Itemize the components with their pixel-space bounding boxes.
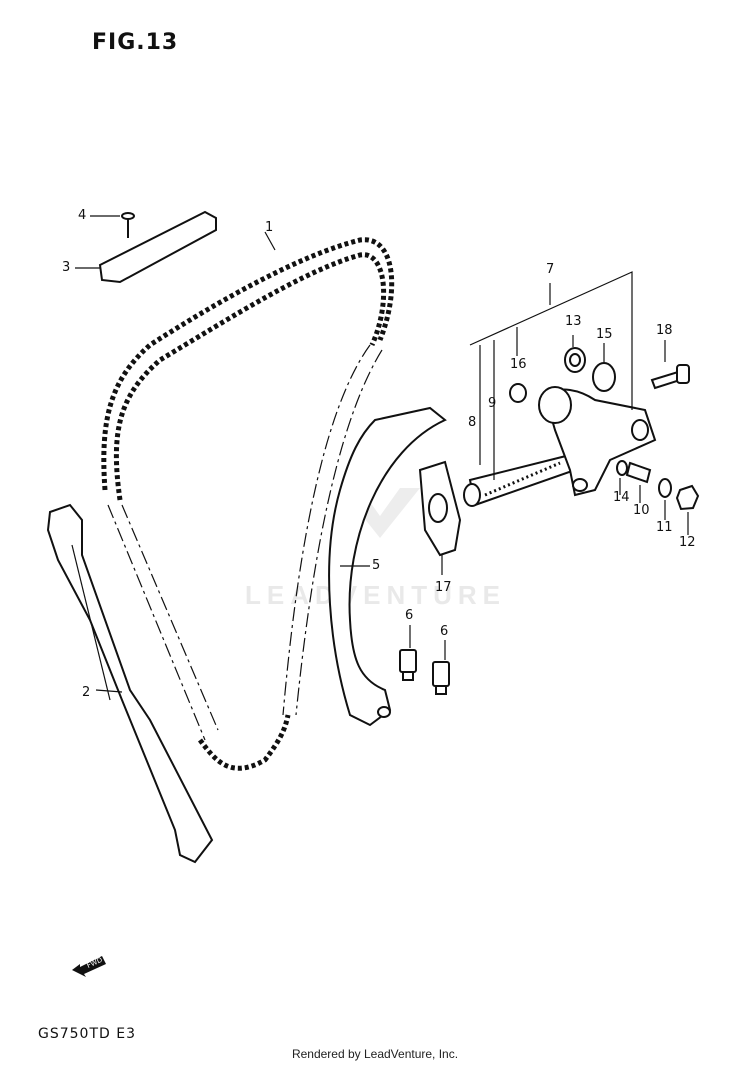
leader-1 <box>264 231 276 251</box>
callout-10: 10 <box>633 503 650 518</box>
cam-chain <box>101 237 395 771</box>
callout-15: 15 <box>596 327 613 342</box>
gasket <box>418 460 462 557</box>
callout-6b: 6 <box>440 624 449 639</box>
watermark: LEADVENTURE <box>245 580 507 610</box>
callout-4: 4 <box>78 208 87 223</box>
callout-16: 16 <box>510 357 527 372</box>
figure-title: FIG.13 <box>92 30 179 55</box>
callout-1: 1 <box>265 220 274 235</box>
callout-9: 9 <box>488 396 497 411</box>
callout-5: 5 <box>372 558 381 573</box>
callout-12: 12 <box>679 535 696 550</box>
leader-7 <box>469 271 633 410</box>
seal-13 <box>564 347 586 373</box>
callout-8: 8 <box>468 415 477 430</box>
footer-credit: Rendered by LeadVenture, Inc. <box>291 1047 459 1061</box>
callout-6a: 6 <box>405 608 414 623</box>
nut-16 <box>509 383 527 403</box>
callout-7: 7 <box>546 262 555 277</box>
callout-17: 17 <box>435 580 452 595</box>
o-ring-15 <box>592 362 616 392</box>
forward-arrow-icon: FWD <box>70 950 110 983</box>
chain-guide-rear <box>46 503 214 864</box>
callout-11: 11 <box>656 520 673 535</box>
chain-guide-top <box>98 210 217 284</box>
callout-18: 18 <box>656 323 673 338</box>
callout-14: 14 <box>613 490 630 505</box>
callout-3: 3 <box>62 260 71 275</box>
washer-11 <box>658 478 672 498</box>
washer-14 <box>616 460 628 476</box>
bolt-10 <box>625 461 652 484</box>
callout-2: 2 <box>82 685 91 700</box>
callout-13: 13 <box>565 314 582 329</box>
model-code: GS750TD E3 <box>38 1026 136 1042</box>
nut-12 <box>675 484 700 511</box>
bolt-18 <box>650 364 690 390</box>
chain-tensioner-blade <box>328 406 447 727</box>
plug-right <box>432 661 450 695</box>
plug-left <box>399 649 417 681</box>
